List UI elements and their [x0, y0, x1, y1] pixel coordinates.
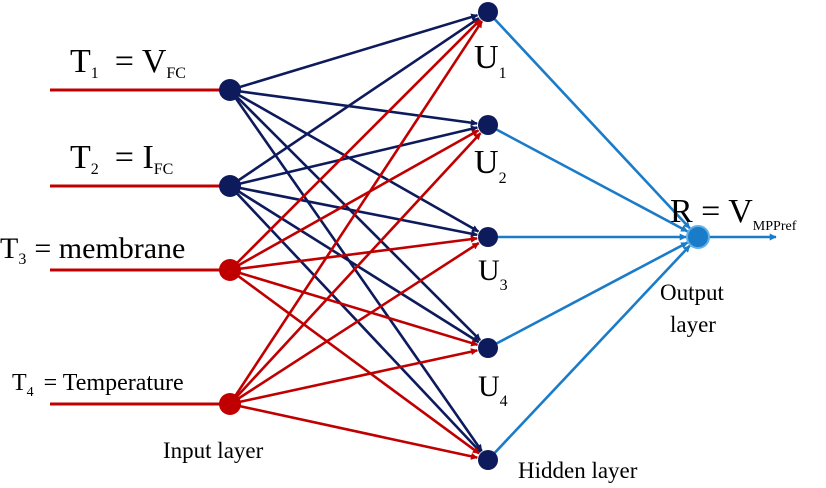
edge-input1-hidden5: [228, 89, 483, 452]
nodes: [219, 2, 710, 470]
hidden-label-4: U4: [478, 370, 508, 410]
hidden-node-icon: [478, 450, 498, 470]
output-layer-caption-line2: layer: [670, 312, 716, 337]
edge-hidden5-output: [487, 244, 691, 461]
edge-input2-hidden3: [229, 184, 478, 238]
edge-input2-hidden1: [229, 17, 480, 188]
edge-input4-hidden5: [229, 402, 478, 460]
hidden-node-icon: [478, 227, 498, 247]
output-label: R = VMPPref: [670, 193, 797, 234]
input-node-icon: [219, 175, 241, 197]
output-node-icon: [686, 225, 710, 249]
edge-input4-hidden3: [229, 241, 480, 406]
edge-input3-hidden5: [229, 268, 480, 455]
input-lines: [50, 88, 230, 406]
output-layer-caption-line1: Output: [660, 280, 725, 305]
edge-input1-hidden3: [229, 88, 480, 233]
edge-input1-hidden2: [229, 88, 478, 127]
edge-input2-hidden4: [229, 184, 480, 344]
edge-input2-hidden2: [229, 125, 478, 188]
edge-input3-hidden4: [229, 268, 479, 347]
edge-input2-hidden5: [229, 185, 482, 453]
hidden-layer-caption: Hidden layer: [518, 458, 638, 483]
edge-input3-hidden2: [229, 129, 480, 272]
input-label-2: T2= IFC: [70, 139, 173, 178]
edge-hidden4-output: [487, 241, 689, 350]
edge-input4-hidden4: [229, 348, 478, 406]
edge-input3-hidden1: [229, 18, 482, 271]
input-node-icon: [219, 79, 241, 101]
edge-input1-hidden1: [229, 13, 479, 92]
input-node-icon: [219, 259, 241, 281]
input-layer-caption: Input layer: [163, 438, 264, 463]
hidden-label-2: U2: [474, 144, 507, 187]
hidden-node-icon: [478, 338, 498, 358]
edge-hidden1-output: [487, 11, 691, 230]
hidden-node-icon: [478, 115, 498, 135]
edge-hidden2-output: [487, 123, 689, 233]
input-label-3: T3= membrane: [0, 232, 185, 268]
hidden-label-3: U3: [478, 254, 508, 294]
hidden-node-icon: [478, 2, 498, 22]
input-label-1: T1= VFC: [70, 43, 186, 82]
edge-input4-hidden1: [228, 20, 484, 405]
output-connections: [487, 11, 777, 461]
edge-input3-hidden3: [229, 235, 478, 272]
edge-input4-hidden2: [229, 132, 482, 405]
input-label-4: T4= Temperature: [12, 370, 184, 400]
input-node-icon: [219, 393, 241, 415]
connections: [228, 13, 484, 460]
hidden-label-1: U1: [474, 39, 507, 82]
